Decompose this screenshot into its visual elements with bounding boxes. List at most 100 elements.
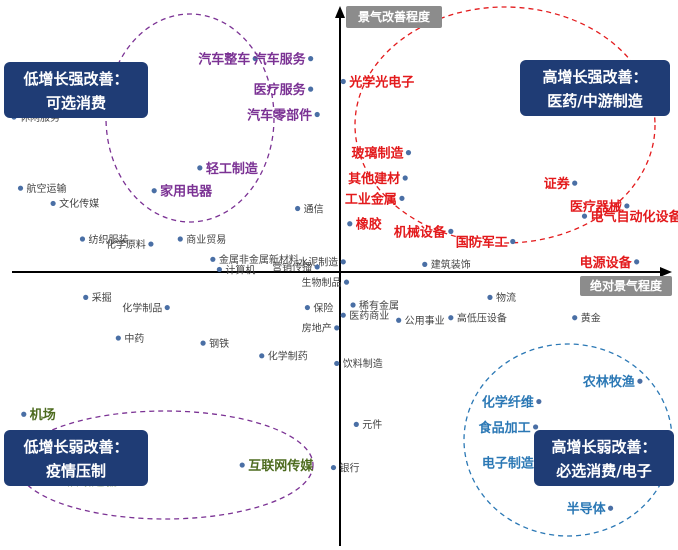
quadrant-box-bl: 低增长弱改善：疫情压制: [4, 430, 148, 486]
quadrant-subtitle: 必选消费/电子: [555, 462, 651, 480]
data-point-label: 水泥制造: [298, 256, 338, 269]
data-point: [216, 266, 222, 273]
quadrant-title: 低增长强改善：: [22, 70, 128, 88]
data-point-label: 医疗器械: [570, 199, 622, 215]
data-point: [487, 294, 493, 300]
data-point: [399, 195, 405, 201]
data-point: [340, 312, 346, 318]
data-point-label: 玻璃制造: [351, 146, 404, 162]
data-point: [308, 86, 314, 92]
data-point-label: 汽车整车: [198, 52, 250, 68]
data-point-label: 工业金属: [345, 191, 397, 207]
data-point-label: 黄金: [581, 312, 601, 325]
data-point: [396, 317, 402, 323]
data-point: [572, 315, 578, 321]
quadrant-subtitle: 可选消费: [46, 94, 106, 112]
data-point: [83, 294, 89, 300]
data-point: [151, 188, 157, 194]
data-point: [448, 228, 454, 234]
data-point-label: 家用电器: [160, 184, 213, 200]
axis-tags: 景气改善程度 绝对景气程度: [346, 6, 672, 296]
data-point-label: 文化传媒: [59, 197, 99, 210]
data-point: [637, 378, 643, 384]
data-point-label: 稀有金属: [359, 299, 399, 312]
data-point-label: 计算机: [225, 263, 255, 276]
purple-cluster-ellipse: [105, 13, 275, 223]
red-cluster-ellipse: [354, 6, 656, 244]
data-point: [536, 398, 542, 405]
data-point-label: 保险: [313, 301, 333, 314]
data-point-label: 其他建材: [348, 171, 400, 187]
data-point-label: 汽车服务: [254, 52, 307, 68]
data-point: [334, 360, 340, 367]
data-point-label: 中药: [124, 332, 144, 345]
data-point: [340, 259, 346, 265]
data-point-label: 电子制造: [482, 455, 535, 471]
data-point-label: 金属非金属新材料: [219, 253, 299, 266]
x-axis-tag: 绝对景气程度: [580, 276, 672, 296]
data-point: [295, 205, 301, 212]
quadrant-title: 高增长强改善：: [542, 68, 647, 86]
data-point-label: 轻工制造: [206, 161, 259, 177]
data-point-label: 商业贸易: [186, 233, 226, 246]
data-point: [350, 302, 356, 308]
data-point: [164, 304, 170, 311]
data-point-label: 公用事业: [405, 314, 445, 327]
data-point-label: 采掘: [92, 291, 112, 304]
data-point-label: 食品加工: [479, 420, 531, 436]
data-points: 汽车整车汽车服务医疗服务汽车零部件轻工制造家用电器光学光电子玻璃制造其他建材工业…: [11, 52, 678, 517]
data-point-label: 化学原料: [106, 238, 146, 251]
data-point: [533, 424, 539, 430]
data-point: [405, 150, 412, 156]
quadrant-subtitle: 医药/中游制造: [547, 92, 642, 110]
data-point-label: 化学制品: [122, 301, 162, 314]
data-point: [510, 238, 516, 245]
data-point-label: 纺织服装: [88, 233, 128, 246]
y-axis-label: 景气改善程度: [358, 9, 431, 24]
data-point-label: 半导体: [567, 501, 607, 517]
data-point: [607, 505, 614, 511]
y-axis-arrow: [335, 6, 345, 18]
data-point-label: 通信: [304, 203, 324, 215]
data-point-label: 高低压设备: [457, 312, 507, 325]
data-point-label: 医疗服务: [254, 82, 307, 98]
data-point-label: 电气自动化设备: [591, 209, 678, 225]
data-point: [239, 462, 245, 468]
quadrant-box-tl: 低增长强改善： 可选消费: [4, 62, 148, 118]
data-point-label: 钢铁: [209, 337, 229, 350]
quadrant-box-bg: [534, 430, 674, 486]
data-point-label: 汽车零部件: [247, 107, 312, 123]
data-point: [340, 78, 346, 85]
data-point: [115, 335, 121, 341]
quadrant-subtitle: 疫情压制: [46, 462, 106, 480]
quadrant-box-bg: [4, 430, 148, 486]
data-point: [330, 464, 337, 471]
data-point-label: 航空运输: [27, 182, 67, 195]
data-point-label: 国防军工: [456, 234, 508, 250]
data-point-label: 饮料制造: [343, 357, 383, 370]
data-point-label: 物流: [496, 291, 516, 304]
data-point-label: 互联网传媒: [248, 458, 314, 474]
data-point-label: 建筑装饰: [431, 258, 471, 271]
data-point-label: 房地产: [302, 322, 332, 335]
data-point: [347, 221, 353, 227]
data-point: [21, 411, 27, 417]
data-point-label: 机械设备: [394, 224, 447, 240]
data-point: [353, 421, 359, 427]
data-point: [259, 353, 265, 359]
data-point: [314, 264, 320, 270]
data-point: [624, 203, 630, 209]
data-point: [200, 340, 206, 346]
data-point-label: 农林牧渔: [582, 374, 635, 390]
data-point: [343, 279, 350, 285]
quadrant-box-tr: 高增长强改善： 医药/中游制造: [520, 60, 670, 116]
data-point-label: 橡胶: [356, 217, 382, 233]
quadrant-title: 高增长弱改善：: [551, 438, 656, 456]
data-point: [572, 180, 578, 186]
data-point: [210, 256, 216, 262]
x-axis-arrow: [660, 267, 672, 277]
axes: [12, 6, 672, 546]
data-point-label: 化学纤维: [482, 394, 534, 410]
